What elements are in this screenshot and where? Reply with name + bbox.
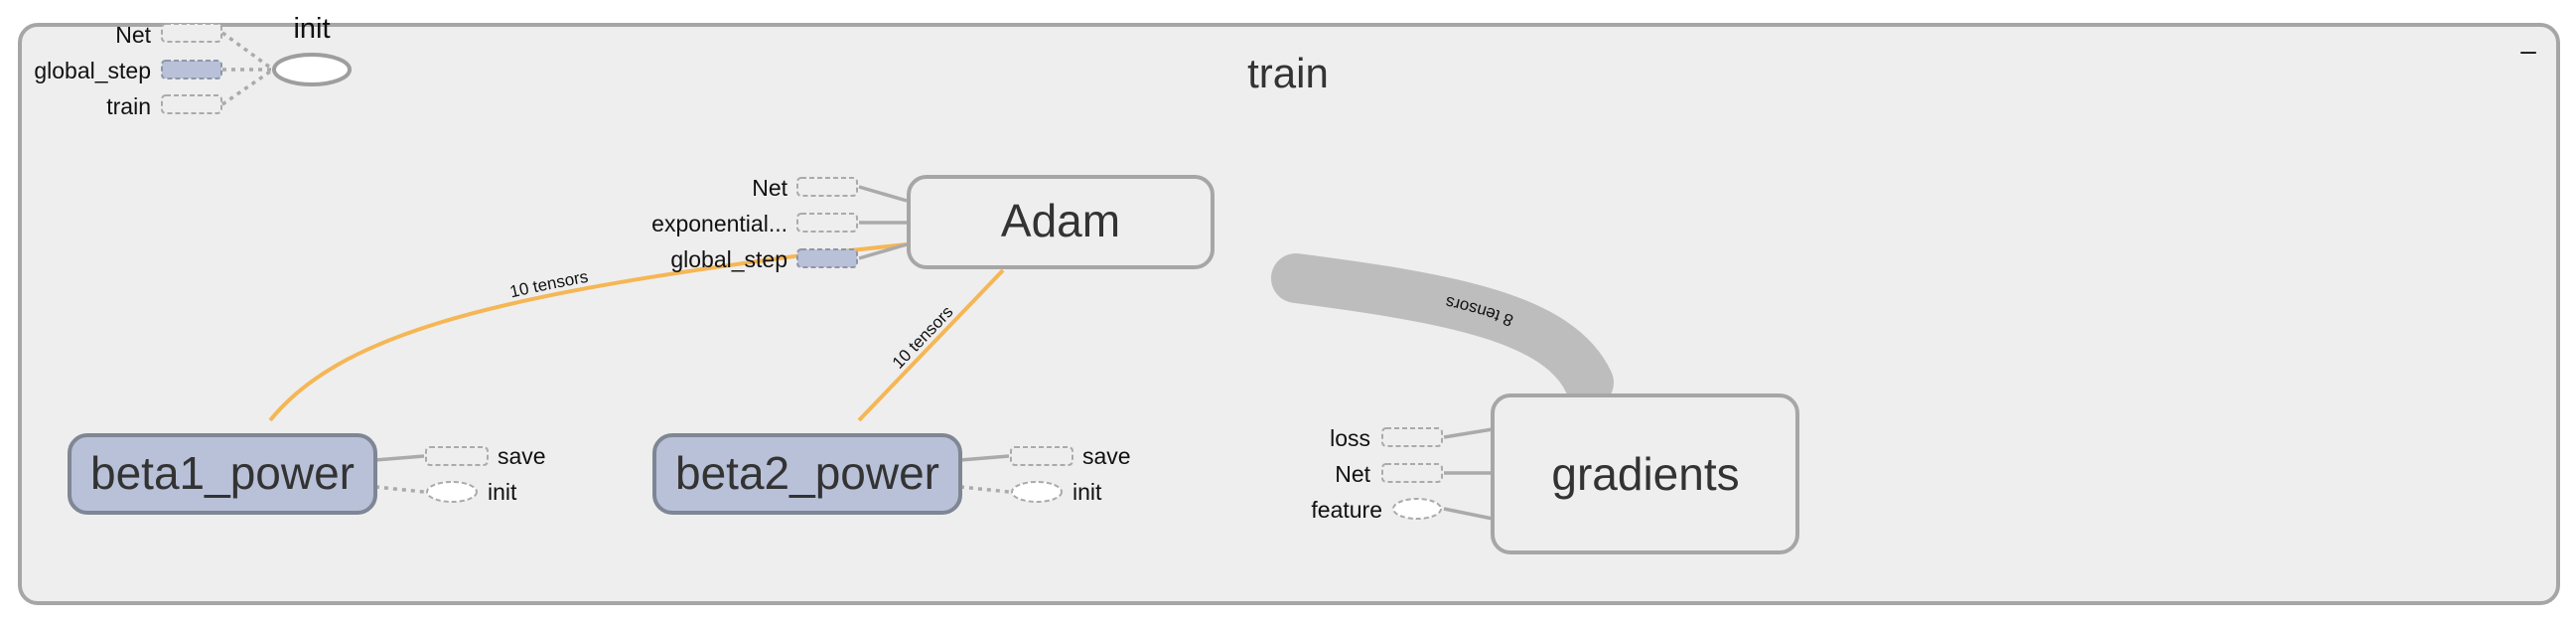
adam-node-label: Adam <box>1001 195 1120 246</box>
init-edge-net <box>220 31 275 72</box>
adam-edge-net <box>858 185 908 203</box>
gradients-input-loss-ref[interactable] <box>1381 427 1443 447</box>
beta1-save-ref[interactable] <box>425 446 489 466</box>
gradients-input-net-ref[interactable] <box>1381 463 1443 483</box>
gradients-input-loss-label: loss <box>1330 425 1370 451</box>
beta1-node-label: beta1_power <box>90 447 355 499</box>
adam-input-global-step-label: global_step <box>670 246 787 272</box>
adam-input-global-step-ref[interactable] <box>796 248 858 268</box>
init-input-train-label: train <box>106 93 151 119</box>
beta2-output-init-label: init <box>1073 479 1102 505</box>
adam-input-exponential-ref[interactable] <box>796 213 858 233</box>
gradients-group: loss Net feature gradients <box>1311 393 1799 554</box>
init-group: init Net global_step train <box>34 13 352 119</box>
gradients-edge-feature <box>1443 507 1494 521</box>
init-input-global-step-label: global_step <box>34 58 151 83</box>
init-input-net-label: Net <box>115 22 151 48</box>
adam-edge-global-step <box>858 242 908 260</box>
beta1-init-ref[interactable] <box>426 481 478 503</box>
init-node-label: init <box>293 13 330 45</box>
edge-gradients-to-adam[interactable] <box>1271 253 1614 407</box>
beta1-edge-save <box>374 454 425 462</box>
edge-beta2-to-adam[interactable] <box>857 268 1005 422</box>
beta1-group: beta1_power save init <box>68 433 546 515</box>
init-input-global-step-ref[interactable] <box>161 60 222 79</box>
gradients-node[interactable] <box>1491 393 1799 554</box>
adam-input-net-ref[interactable] <box>796 177 858 197</box>
adam-group: Net exponential... global_step Adam <box>651 175 1215 272</box>
init-node[interactable] <box>272 53 352 86</box>
gradients-edge-loss <box>1443 427 1494 439</box>
beta2-node-label: beta2_power <box>675 447 939 499</box>
beta2-group: beta2_power save init <box>652 433 1131 515</box>
beta1-node[interactable] <box>68 433 377 515</box>
adam-input-exponential-label: exponential... <box>651 211 787 236</box>
adam-node[interactable] <box>907 175 1215 269</box>
beta2-output-save-label: save <box>1082 443 1131 469</box>
gradients-input-net-label: Net <box>1335 461 1370 487</box>
gradients-input-feature-ref[interactable] <box>1392 498 1442 520</box>
beta2-init-ref[interactable] <box>1011 481 1063 503</box>
gradients-node-label: gradients <box>1551 448 1739 500</box>
edge-beta1-to-adam[interactable] <box>268 254 795 422</box>
beta2-edge-save <box>959 454 1010 462</box>
collapse-button[interactable]: – <box>2520 35 2536 66</box>
adam-input-net-label: Net <box>752 175 787 201</box>
beta2-save-ref[interactable] <box>1010 446 1073 466</box>
init-edge-train <box>221 68 274 106</box>
init-input-net-ref[interactable] <box>161 23 222 43</box>
train-panel <box>18 23 2560 605</box>
panel-title: train <box>1247 50 1329 96</box>
gradients-input-feature-label: feature <box>1311 497 1382 523</box>
init-input-train-ref[interactable] <box>161 94 222 114</box>
beta1-output-init-label: init <box>488 479 517 505</box>
beta2-node[interactable] <box>652 433 962 515</box>
beta1-output-save-label: save <box>498 443 546 469</box>
